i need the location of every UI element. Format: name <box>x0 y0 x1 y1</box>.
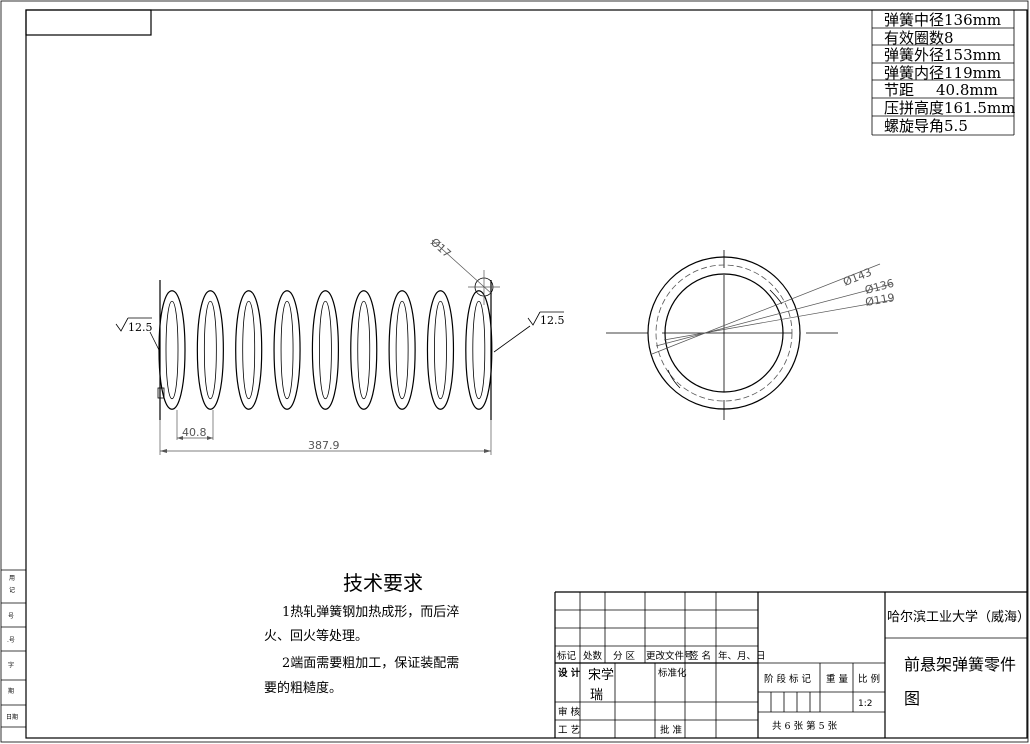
coil-loop-outer <box>311 290 340 410</box>
coil-loop-inner <box>165 300 179 400</box>
param-label: 螺旋导角 <box>884 117 944 135</box>
coil-loop-inner <box>203 300 217 400</box>
spring-coils <box>158 290 493 410</box>
svg-text:螺旋导角5.5: 螺旋导角5.5 <box>884 117 968 135</box>
tb-scale-value: 1:2 <box>858 699 872 709</box>
tb-weight-label: 重 量 <box>826 673 849 685</box>
coil-loop-outer <box>388 290 416 410</box>
tb-std-label: 标准化 <box>658 667 687 679</box>
coil-loop-outer <box>465 290 493 410</box>
side-strip: 用 记 号 .号 字 期 日期 <box>1 569 26 728</box>
roughness-right-value: 12.5 <box>540 314 565 327</box>
param-value: 153mm <box>944 46 1001 64</box>
spring-side-view <box>157 280 493 420</box>
coil-loop-inner <box>434 300 447 400</box>
tb-header: 签 名 <box>689 650 711 662</box>
technical-requirements: 技术要求 1热轧弹簧钢加热成形，而后淬 火、回火等处理。 2端面需要粗加工，保证… <box>264 571 459 696</box>
side-strip-label: .号 <box>7 637 15 644</box>
tb-approve-label: 批 准 <box>660 724 683 736</box>
side-strip-label: 字 <box>8 661 14 669</box>
wire-diameter-callout: Ø17 <box>428 236 500 305</box>
tb-check-label: 审 核 <box>558 706 581 718</box>
tech-requirement-line: 要的粗糙度。 <box>264 680 342 696</box>
param-value: 161.5mm <box>944 99 1015 117</box>
tb-header: 分 区 <box>613 651 636 662</box>
tb-designer: 宋学 <box>588 667 614 683</box>
tb-design-label: 设 计 <box>558 667 581 679</box>
tb-sheets: 共 6 张 第 5 张 <box>772 720 838 732</box>
pitch-dimension: 40.8 <box>176 410 214 440</box>
svg-text:弹簧中径136mm: 弹簧中径136mm <box>884 11 1001 29</box>
svg-text:弹簧外径153mm: 弹簧外径153mm <box>884 46 1001 64</box>
coil-loop-inner <box>472 300 486 400</box>
coil-loop-outer <box>196 290 224 410</box>
end-marker <box>157 387 165 399</box>
pitch-value: 40.8 <box>182 426 207 439</box>
inner-diameter-label: Ø119 <box>864 291 895 309</box>
roughness-left-value: 12.5 <box>128 321 153 334</box>
svg-text:压拼高度161.5mm: 压拼高度161.5mm <box>884 99 1015 117</box>
param-label: 弹簧外径 <box>884 46 944 64</box>
tb-scale-label: 比 例 <box>858 673 880 685</box>
outer-circle <box>647 256 801 410</box>
svg-text:弹簧内径119mm: 弹簧内径119mm <box>884 64 1001 82</box>
coil-loop-inner <box>357 300 371 400</box>
tb-drawing-name: 前悬架弹簧零件 <box>904 655 1016 674</box>
coil-loop-inner <box>319 300 332 400</box>
param-label: 有效圈数 <box>884 29 944 47</box>
tb-header: 年、月、日 <box>718 650 766 662</box>
side-strip-label: 记 <box>9 587 15 594</box>
param-value: 5.5 <box>944 117 968 135</box>
tb-designer: 瑞 <box>590 688 603 703</box>
tb-header: 更改文件号 <box>646 650 694 662</box>
tb-drawing-name: 图 <box>904 689 920 708</box>
parameter-table: 弹簧中径136mm 有效圈数8 弹簧外径153mm 弹簧内径119mm 节距 40… <box>871 10 1015 136</box>
param-value: 40.8mm <box>936 81 998 99</box>
coil-loop-outer <box>158 290 186 410</box>
param-label: 压拼高度 <box>884 99 944 117</box>
tb-header: 标记 <box>557 650 577 662</box>
tb-stage-label: 阶 段 标 记 <box>764 673 812 685</box>
tech-requirement-line: 火、回火等处理。 <box>264 628 368 644</box>
coil-loop-outer <box>350 290 378 410</box>
tech-requirement-line: 2端面需要粗加工，保证装配需 <box>282 656 459 671</box>
param-value: 136mm <box>944 11 1001 29</box>
param-value: 8 <box>944 29 954 47</box>
coil-loop-outer <box>235 290 263 410</box>
coil-loop-inner <box>395 300 409 400</box>
tb-process-label: 工 艺 <box>558 725 580 736</box>
title-block: 标记 处数 分 区 更改文件号 签 名 年、月、日 设 计 宋学 瑞 标准化 审… <box>554 591 1030 738</box>
param-label: 弹簧中径 <box>884 11 944 29</box>
side-strip-label: 日期 <box>6 713 18 721</box>
mid-circle <box>655 264 793 402</box>
roughness-left: 12.5 <box>115 317 161 353</box>
free-length-value: 387.9 <box>308 439 340 452</box>
spring-end-view: Ø143 Ø136 Ø119 <box>606 250 896 420</box>
corner-label-box <box>25 9 152 36</box>
coil-loop-outer <box>273 290 301 410</box>
side-strip-label: 号 <box>8 613 14 620</box>
wire-diameter-label: Ø17 <box>428 236 454 261</box>
svg-text:有效圈数8: 有效圈数8 <box>884 29 954 47</box>
side-strip-label: 用 <box>9 575 15 582</box>
tech-requirements-title: 技术要求 <box>343 571 423 595</box>
drawing-frame <box>25 9 1028 739</box>
param-label: 节距 <box>884 81 914 99</box>
coil-loop-inner <box>280 300 294 400</box>
tb-school: 哈尔滨工业大学（威海） <box>887 609 1030 625</box>
tech-requirement-line: 1热轧弹簧钢加热成形，而后淬 <box>282 604 459 620</box>
param-label: 弹簧内径 <box>884 64 944 82</box>
tb-header: 处数 <box>583 650 603 662</box>
free-length-dimension: 387.9 <box>159 420 492 455</box>
side-strip-label: 期 <box>8 687 14 695</box>
inner-circle <box>664 273 784 393</box>
coil-loop-inner <box>242 300 256 400</box>
roughness-right: 12.5 <box>493 311 565 353</box>
param-value: 119mm <box>944 64 1001 82</box>
coil-loop-outer <box>426 290 455 410</box>
